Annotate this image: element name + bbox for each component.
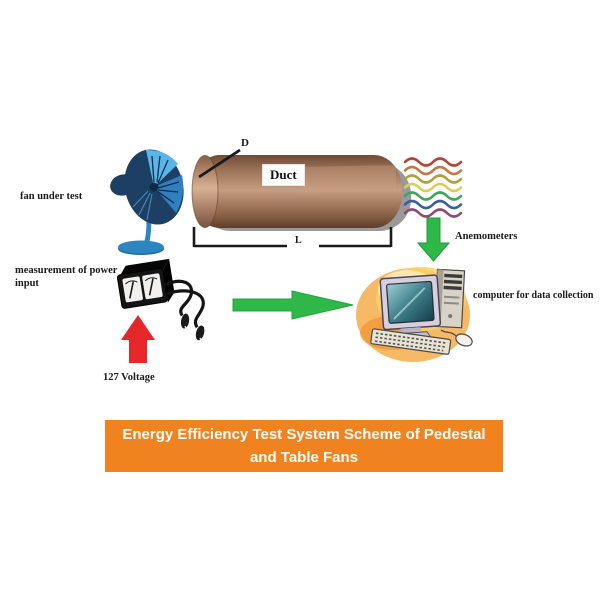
pedestal-fan-icon (110, 149, 184, 255)
fan-under-test-label: fan under test (20, 191, 83, 202)
arrow-up-icon (121, 315, 155, 363)
anemometer-waves-icon (403, 157, 463, 218)
meter-dial-right (142, 273, 163, 300)
computer-label: computer for data collection (473, 290, 594, 301)
power-measurement-label: measurement of power input (15, 265, 118, 290)
fan-pole (143, 218, 152, 246)
duct-sheen (299, 165, 397, 193)
title-line-1: Energy Efficiency Test System Scheme of … (122, 426, 486, 443)
arrow-right-icon (232, 290, 354, 320)
voltage-label: 127 Voltage (103, 372, 155, 383)
arrow-down-icon (416, 217, 451, 262)
computer-keyboard (370, 328, 452, 355)
title-banner: Energy Efficiency Test System Scheme of … (105, 420, 503, 472)
fan-blade-light-right (154, 175, 184, 213)
meter-cables (164, 279, 205, 329)
fan-blade-highlights (132, 190, 153, 221)
length-label: L (295, 235, 302, 246)
duct-cylinder-icon (191, 148, 411, 248)
diameter-pointer-line (198, 148, 241, 179)
power-meter-icon (116, 258, 205, 343)
length-bracket (192, 227, 393, 248)
fan-base (118, 240, 164, 254)
anemometers-label: Anemometers (455, 231, 518, 242)
computer-icon (356, 267, 473, 362)
duct-label: Duct (263, 165, 304, 185)
duct-left-cap (191, 155, 219, 228)
fan-hub (149, 182, 159, 192)
meter-clip-1 (180, 313, 190, 329)
duct-body (192, 155, 402, 228)
fan-blade-stripes (151, 155, 180, 204)
computer-mouse (440, 329, 473, 347)
diameter-label: D (241, 137, 249, 149)
title-line-2: and Table Fans (249, 449, 359, 466)
meter-clip-2 (195, 325, 205, 341)
